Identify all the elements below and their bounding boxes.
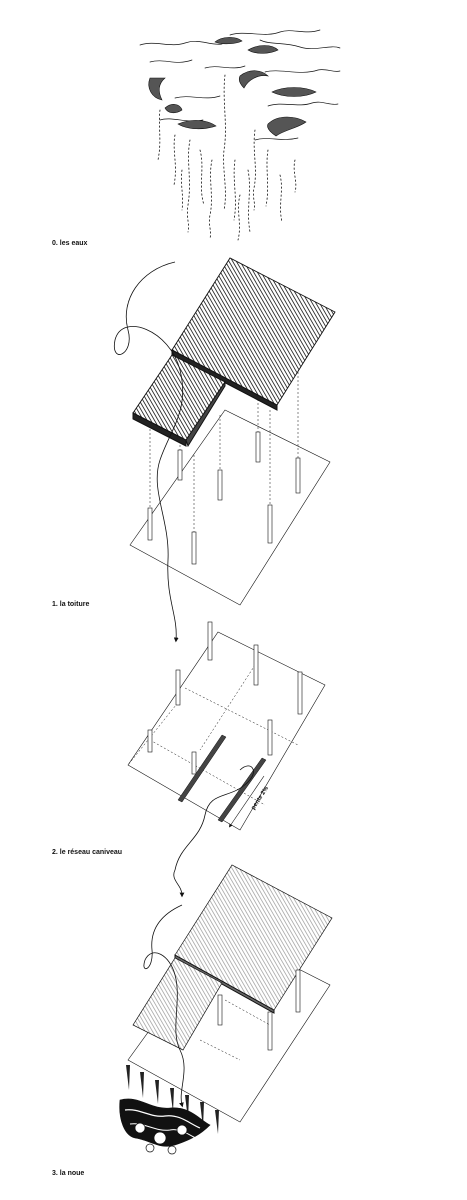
water-clouds-illustration	[139, 29, 341, 241]
water-flow-line-3	[143, 904, 185, 1108]
water-flow-line-2	[173, 765, 254, 898]
roof-exploded-illustration	[129, 257, 336, 606]
step-caption-swale: 3. la noue	[52, 1170, 85, 1177]
swale-illustration	[119, 864, 333, 1155]
step-caption-gutter-network: 2. le réseau caniveau	[52, 849, 123, 856]
step-caption-roof: 1. la toiture	[52, 601, 90, 608]
gutter-network-illustration	[127, 621, 326, 831]
water-flow-line-1	[113, 261, 184, 643]
slope-annotation: pente 2%	[251, 785, 271, 811]
step-caption-water: 0. les eaux	[52, 240, 88, 247]
